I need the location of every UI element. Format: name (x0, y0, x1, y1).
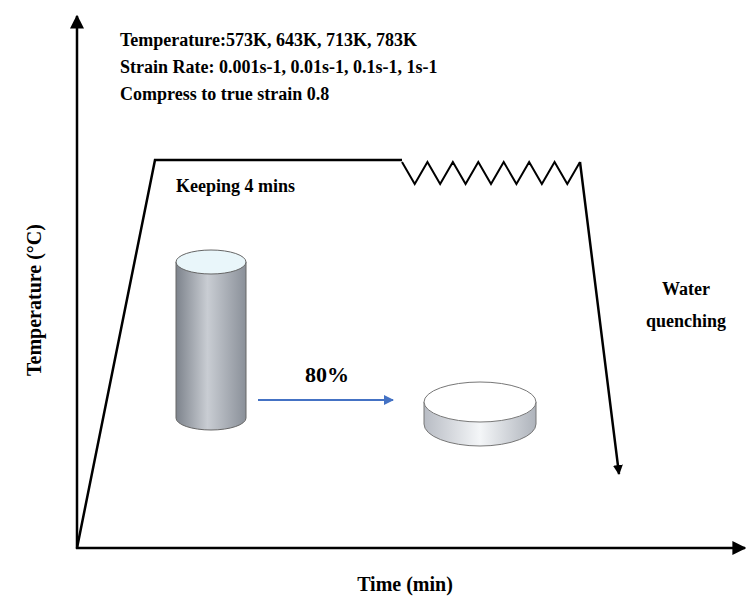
cylinder-sample (176, 250, 246, 430)
disk-sample (424, 382, 536, 446)
heating-curve (77, 160, 402, 548)
deformation-zigzag (402, 162, 580, 184)
quench-arrow (580, 162, 619, 474)
axis-title: Time (min) (357, 572, 453, 596)
quench-note: Water quenching (628, 274, 744, 337)
condition-text: Temperature:573K, 643K, 713K, 783K (120, 30, 417, 52)
y-axis (76, 16, 79, 549)
hold-note: Keeping 4 mins (176, 176, 295, 198)
condition-text: Strain Rate: 0.001s-1, 0.01s-1, 0.1s-1, … (120, 57, 437, 79)
compression-arrow (258, 399, 393, 401)
axis-title: Temperature (°C) (22, 224, 46, 376)
x-axis (76, 547, 745, 550)
reduction-label: 80% (305, 362, 349, 388)
condition-text: Compress to true strain 0.8 (120, 84, 329, 106)
